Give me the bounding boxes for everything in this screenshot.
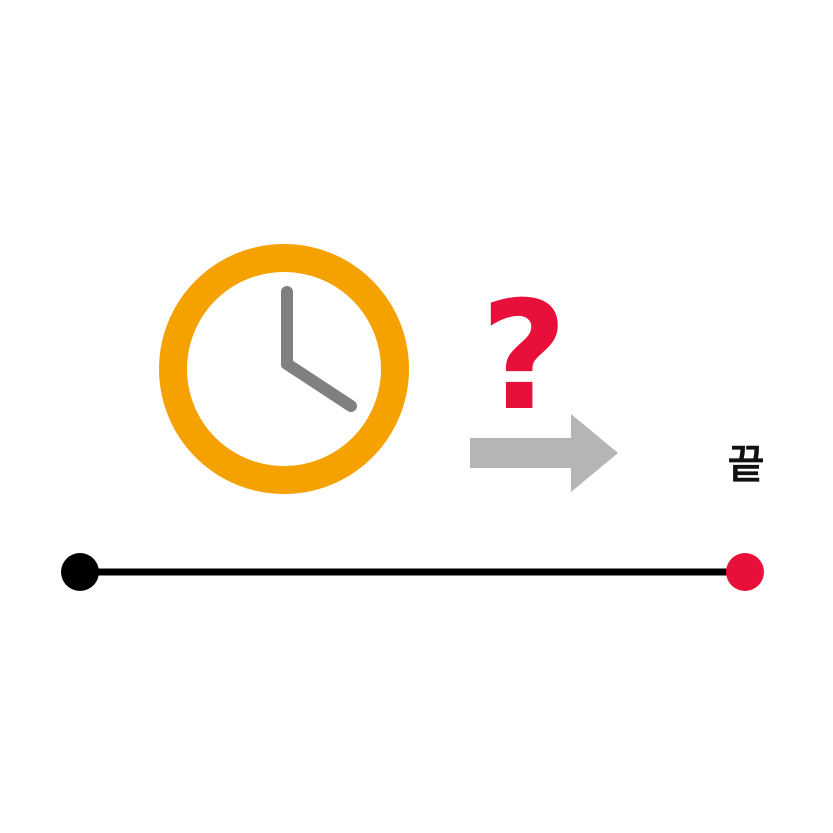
end-label: 끝 xyxy=(727,442,765,488)
clock-minute-hand xyxy=(281,358,357,412)
clock-icon xyxy=(159,244,409,494)
timeline xyxy=(61,553,764,591)
question-mark-icon: ? xyxy=(480,270,568,444)
clock-ring xyxy=(159,244,409,494)
arrow-right-icon xyxy=(470,414,618,492)
timeline-start-dot xyxy=(61,553,99,591)
timeline-end-dot xyxy=(726,553,764,591)
